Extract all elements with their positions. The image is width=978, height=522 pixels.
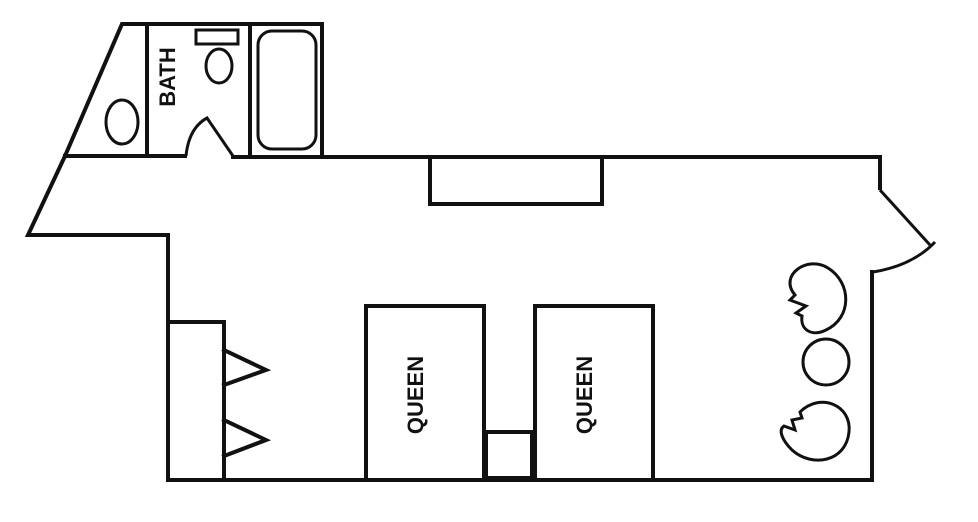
sink-icon bbox=[104, 98, 140, 146]
bathroom: BATH bbox=[62, 22, 324, 159]
closet-wall bbox=[166, 320, 226, 482]
toilet-icon bbox=[194, 28, 240, 85]
bed-frame bbox=[364, 304, 486, 482]
bed-label: QUEEN bbox=[403, 356, 428, 434]
bed-1: QUEEN bbox=[364, 304, 486, 482]
bathtub-icon bbox=[256, 29, 318, 151]
closet bbox=[166, 320, 272, 482]
bed-2: QUEEN bbox=[533, 304, 655, 482]
closet-hanger-icon bbox=[221, 347, 272, 388]
bed-label: QUEEN bbox=[572, 356, 597, 434]
closet-hanger-icon bbox=[221, 417, 272, 459]
dresser bbox=[428, 155, 604, 206]
main-room-top-wall bbox=[231, 155, 882, 190]
bed-frame bbox=[533, 304, 655, 482]
main-room-outer-wall bbox=[24, 153, 874, 482]
seating-area bbox=[779, 262, 851, 462]
bathroom-outer-wall bbox=[62, 22, 324, 159]
nightstand bbox=[484, 430, 534, 480]
door-swing-icon bbox=[872, 188, 937, 274]
table-icon bbox=[801, 337, 851, 387]
chair-icon bbox=[779, 400, 851, 462]
door-swing-icon bbox=[184, 116, 235, 157]
chair-icon bbox=[787, 262, 848, 335]
bath-label: BATH bbox=[155, 47, 180, 106]
